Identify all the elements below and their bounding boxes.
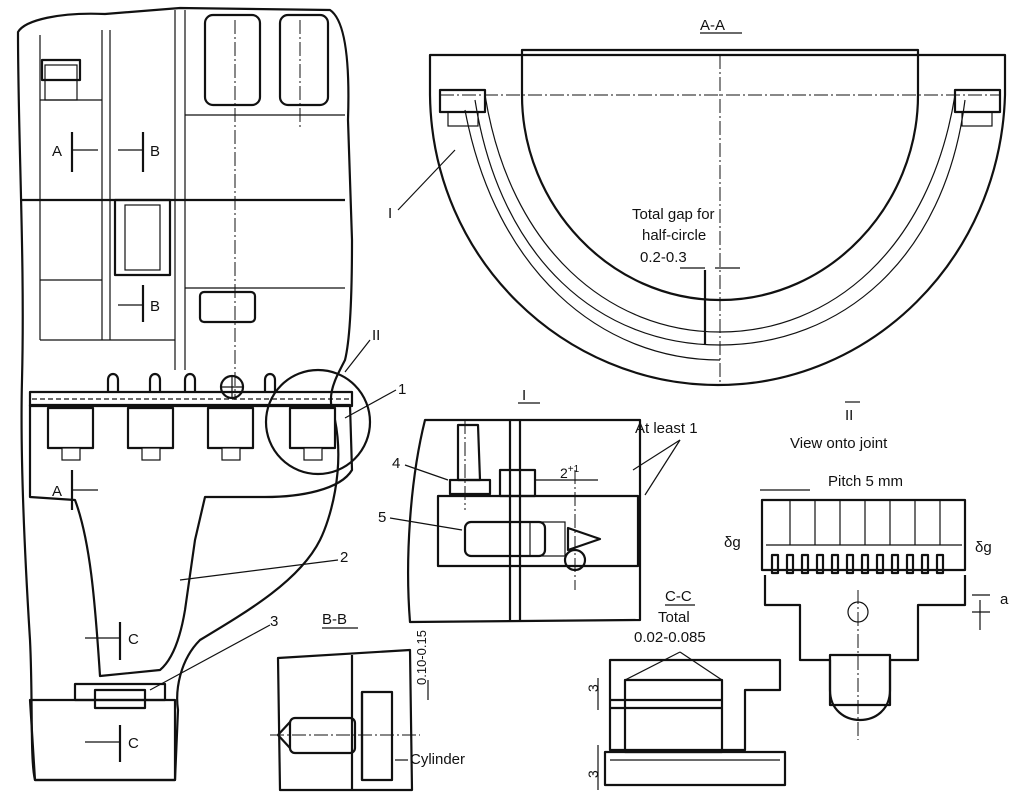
- part-number-2: 2: [340, 549, 348, 566]
- part-number-4: 4: [392, 455, 400, 472]
- part-number-1: 1: [398, 381, 406, 398]
- dim-a-label: a: [1000, 591, 1009, 608]
- delta-g-right: δg: [975, 539, 992, 556]
- cut-mark-b-lower: B: [150, 298, 160, 315]
- dim-3-upper: 3: [585, 684, 601, 692]
- cut-mark-c-lower: C: [128, 735, 139, 752]
- total-label: Total: [658, 609, 690, 626]
- at-least-label: At least 1: [635, 420, 698, 437]
- section-aa-view: [397, 32, 1007, 387]
- section-cc-view: [597, 604, 787, 790]
- part-number-5: 5: [378, 509, 386, 526]
- cut-mark-a-lower: A: [52, 483, 62, 500]
- part-number-3: 3: [270, 613, 278, 630]
- dim-3-lower: 3: [585, 770, 601, 778]
- gap-value: 0.2-0.3: [640, 249, 687, 266]
- section-bb-view: [270, 627, 429, 792]
- delta-g-left: δg: [724, 534, 741, 551]
- detail-i-title: I: [522, 387, 526, 404]
- pitch-label: Pitch 5 mm: [828, 473, 903, 490]
- detail-ii-callout: II: [372, 327, 380, 344]
- view-onto-joint-label: View onto joint: [790, 435, 888, 452]
- total-value: 0.02-0.085: [634, 629, 706, 646]
- cut-mark-c-upper: C: [128, 631, 139, 648]
- detail-i-view: [389, 402, 681, 624]
- cut-mark-b-upper: B: [150, 143, 160, 160]
- gap-label-line1: Total gap for: [632, 206, 715, 223]
- bb-dim-label: 0.10-0.15: [414, 630, 429, 685]
- cut-mark-a-upper: A: [52, 143, 62, 160]
- cylinder-label: Cylinder: [410, 751, 465, 768]
- section-cc-title: C-C: [665, 588, 692, 605]
- detail-ii-view: [760, 401, 990, 740]
- main-side-view: [16, 6, 397, 782]
- section-aa-title: A-A: [700, 17, 725, 34]
- section-bb-title: B-B: [322, 611, 347, 628]
- gap-label-line2: half-circle: [642, 227, 706, 244]
- dim-2-label: 2+1: [560, 464, 580, 481]
- detail-i-callout: I: [388, 205, 392, 222]
- detail-ii-title: II: [845, 407, 853, 424]
